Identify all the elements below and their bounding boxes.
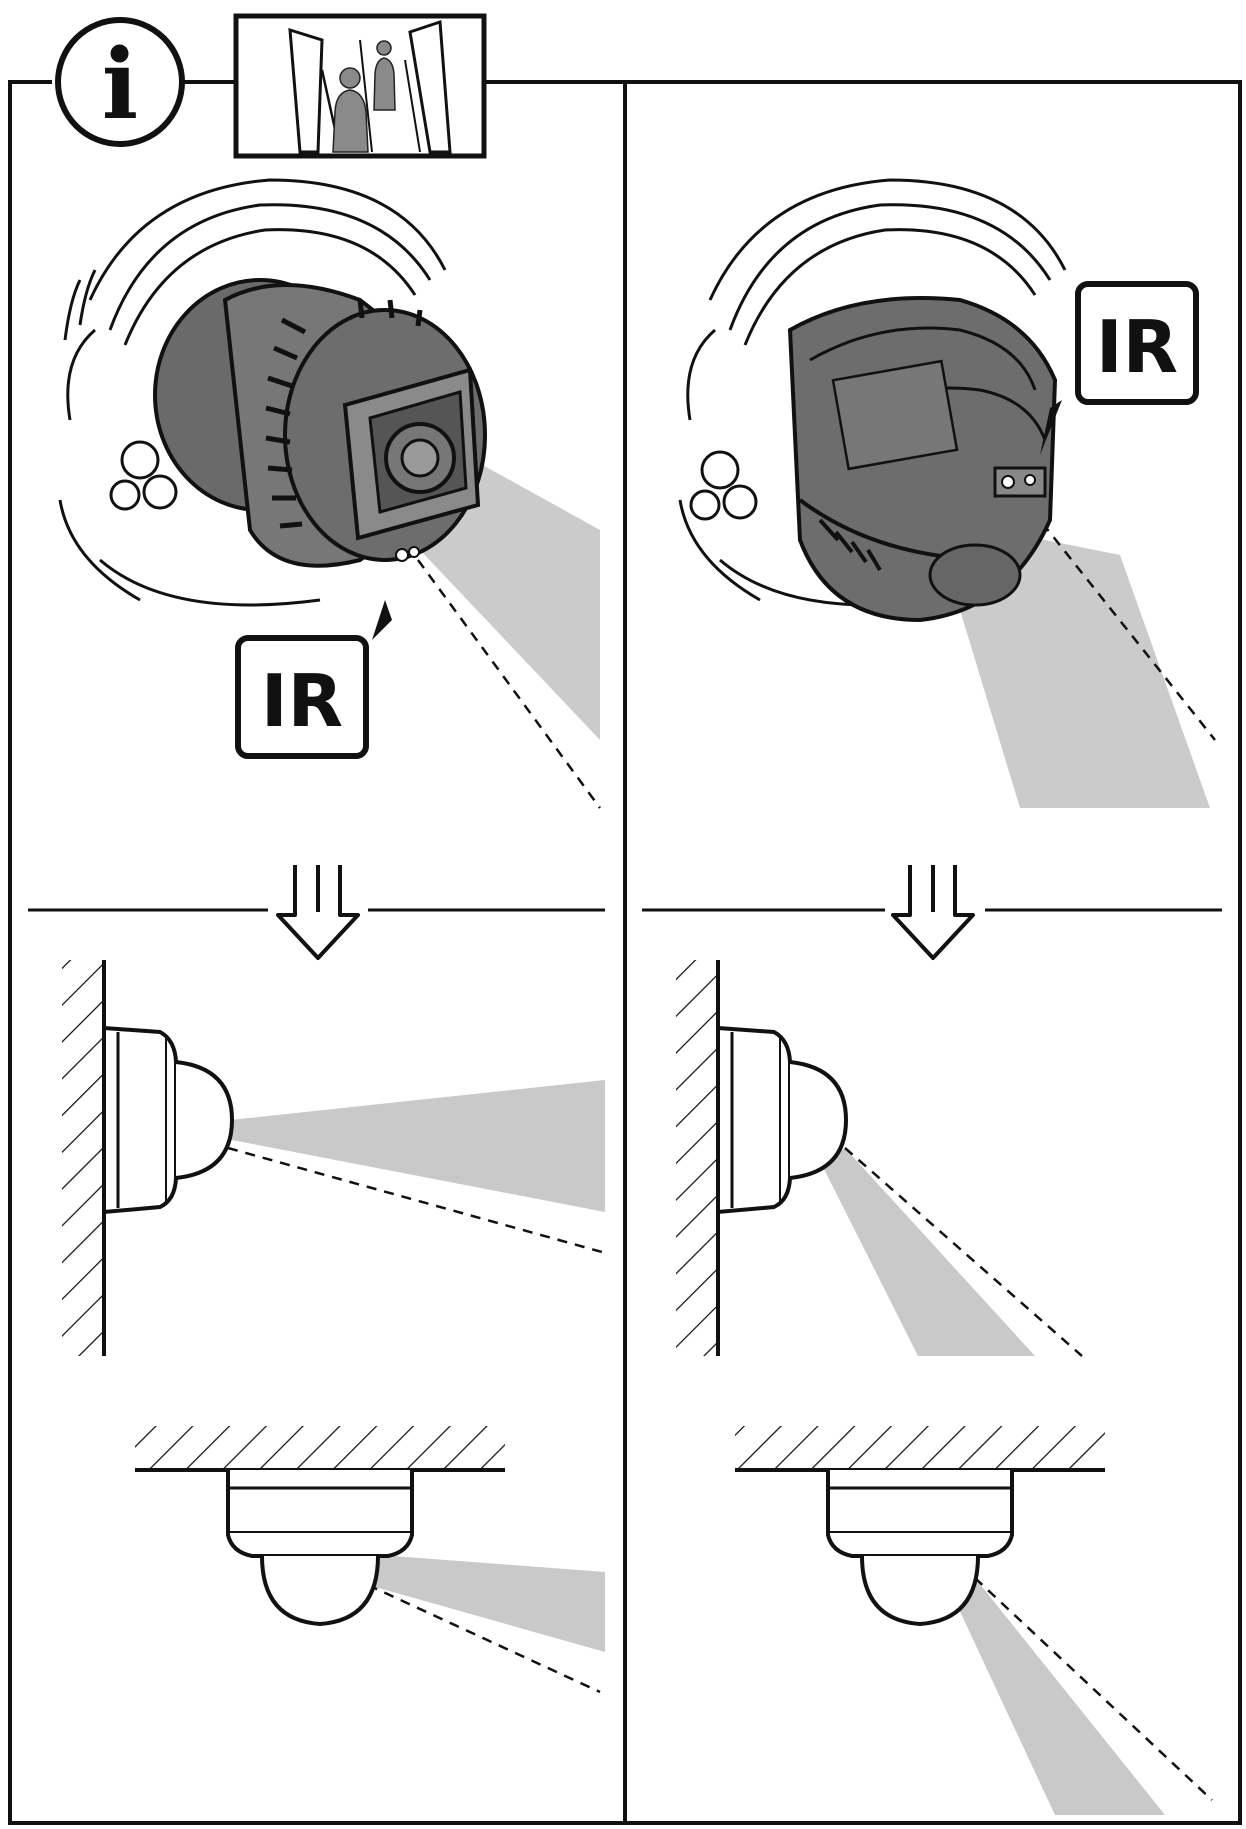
left-wall-ir-beam bbox=[230, 1080, 605, 1212]
info-icon bbox=[55, 17, 185, 147]
info-badge: i bbox=[55, 17, 185, 147]
right-down-arrow-icon bbox=[891, 865, 975, 960]
outer-frame bbox=[8, 80, 1242, 1825]
left-down-arrow-icon bbox=[276, 865, 360, 960]
right-camera-illustration bbox=[678, 178, 1216, 808]
left-wall-mount bbox=[62, 960, 605, 1356]
left-camera-illustration bbox=[58, 178, 602, 809]
right-wall-ir-beam bbox=[822, 1148, 1035, 1356]
info-glyph: i bbox=[102, 28, 138, 141]
right-ir-callout: IR bbox=[1040, 281, 1199, 455]
right-ir-beam bbox=[960, 535, 1210, 808]
left-ceiling-mount bbox=[135, 1426, 605, 1694]
left-ir-label: IR bbox=[261, 659, 343, 743]
corridor-people-icon bbox=[233, 13, 487, 159]
right-ir-label: IR bbox=[1096, 305, 1178, 389]
left-ir-beam bbox=[420, 458, 600, 740]
right-ceiling-ir-beam bbox=[950, 1578, 1165, 1815]
left-ir-callout: IR bbox=[235, 600, 392, 759]
left-ceiling-ir-beam bbox=[368, 1555, 605, 1652]
right-ceiling-mount bbox=[735, 1426, 1213, 1815]
right-wall-mount bbox=[676, 960, 1083, 1357]
